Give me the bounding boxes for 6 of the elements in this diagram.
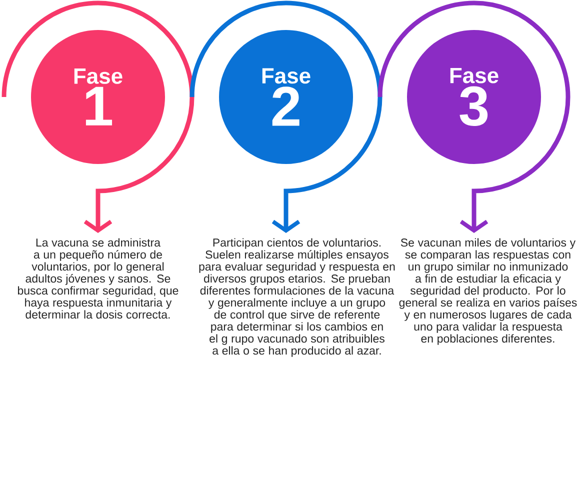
description-text: La vacuna se administra a un pequeño número de voluntarios, por lo general adultos jóvenes y sanos. Se busca confirmar seguridad, que haya respuesta inmunitaria y determinar la dosis correcta. xyxy=(18,238,178,319)
description-text: Participan cientos de voluntarios. Suelen realizarse múltiples ensayos para evaluar seguridad y respuesta en diversos grupos etarios. Se prueban diferentes formulaciones de la vacuna y generalmente incluye a un grupo de control que sirve de referente para determinar si los cambios en el g rupo vacunado son atribuibles a ella o se han producido al azar. xyxy=(199,238,395,357)
curved-arrow xyxy=(2,0,194,233)
curved-arrow xyxy=(190,0,382,233)
curved-arrow xyxy=(378,0,570,233)
description-text: Se vacunan miles de voluntarios y se comparan las respuestas con un grupo similar no inmunizado a fin de estudiar la eficacia y seguridad del producto. Por lo general se realiza en varios países y en numerosos lugares de cada uno para validar la respuesta en poblaciones diferentes. xyxy=(399,238,577,345)
